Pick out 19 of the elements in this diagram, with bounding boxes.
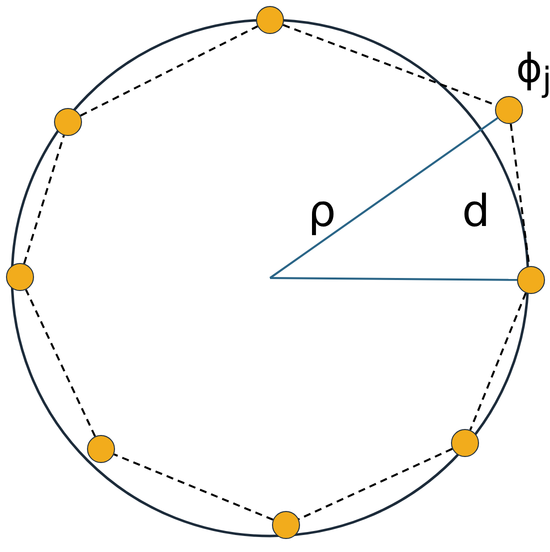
connector-line [23,135,65,264]
connector-line [298,448,453,520]
node-circle [87,435,115,463]
node-circle [451,429,479,457]
connector-line [80,25,258,117]
edge-label: ρ [308,190,336,234]
node-caption: ϕ$_{j}$ [516,48,550,96]
node-circle [6,263,34,291]
connector-line [25,289,96,437]
connector-line [114,453,274,521]
node-circle [272,511,300,539]
connector-line [269,117,498,279]
node-circle [256,6,284,34]
node-circle [517,266,545,294]
connector-line [270,277,517,281]
node-circle [54,108,82,136]
edge-label: d [462,190,490,234]
connector-line [469,292,527,430]
node-circle [495,96,523,124]
